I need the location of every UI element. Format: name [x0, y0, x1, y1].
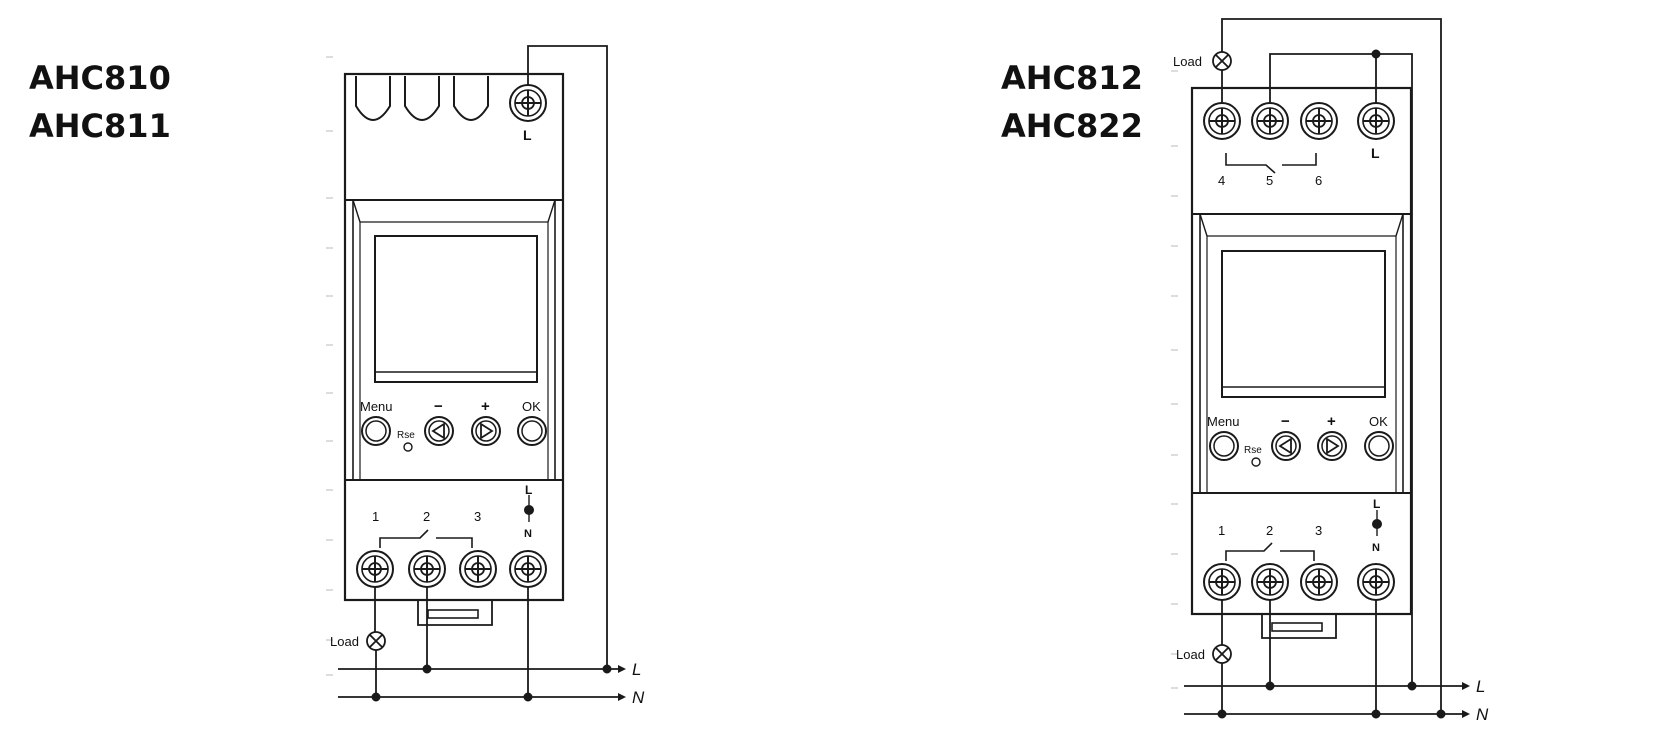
right-ok-label: OK	[1369, 414, 1388, 429]
left-ok-label: OK	[522, 399, 541, 414]
left-terminal-L-top	[509, 84, 547, 122]
right-N-line-label: N	[1476, 705, 1489, 724]
right-minus-button	[1271, 431, 1301, 461]
model-ahc822: AHC822	[1001, 107, 1143, 145]
right-lcd-display	[1221, 250, 1386, 398]
left-minus-label: −	[434, 398, 443, 415]
left-model-names: AHC810 AHC811	[29, 54, 171, 150]
model-ahc811: AHC811	[29, 107, 171, 145]
right-menu-label: Menu	[1207, 414, 1240, 429]
left-indicator-N: N	[524, 528, 532, 540]
right-indicator-L: L	[1373, 497, 1380, 511]
left-rail-ticks	[326, 56, 333, 676]
left-terminal-1	[356, 550, 394, 588]
left-terminal-N	[509, 550, 547, 588]
right-housing	[1190, 86, 1413, 616]
right-terminal-1	[1203, 563, 1241, 601]
model-ahc810: AHC810	[29, 59, 171, 97]
right-menu-button	[1209, 431, 1239, 461]
right-terminal-3	[1300, 563, 1338, 601]
right-top-terminal-label-6: 6	[1315, 173, 1322, 188]
left-indicator-L: L	[525, 483, 532, 497]
right-load-lamp-top-icon	[1212, 51, 1232, 71]
left-terminal-label-1: 1	[372, 509, 379, 524]
right-terminal-label-2: 2	[1266, 523, 1273, 538]
left-load-lamp-icon	[366, 631, 386, 651]
left-wiring-diagram	[326, 45, 626, 702]
left-housing	[343, 72, 565, 602]
left-minus-button	[424, 416, 454, 446]
left-reset-hole	[403, 442, 413, 452]
right-terminal-label-3: 3	[1315, 523, 1322, 538]
right-ok-button	[1364, 431, 1394, 461]
left-menu-button	[361, 416, 391, 446]
right-rail-ticks	[1171, 70, 1178, 689]
left-terminal-3	[459, 550, 497, 588]
right-terminal-L-top	[1357, 102, 1395, 140]
left-terminal-label-2: 2	[423, 509, 430, 524]
left-front-panel	[352, 199, 556, 481]
left-menu-label: Menu	[360, 399, 393, 414]
right-load-lamp-icon	[1212, 644, 1232, 664]
right-top-terminal-label-5: 5	[1266, 173, 1273, 188]
right-top-terminal-label-4: 4	[1218, 173, 1225, 188]
model-ahc812: AHC812	[1001, 59, 1143, 97]
right-minus-label: −	[1281, 413, 1290, 430]
right-reset-hole	[1251, 457, 1261, 467]
right-plus-label: +	[1327, 413, 1336, 430]
right-terminal-label-1: 1	[1218, 523, 1225, 538]
right-terminal-6	[1300, 102, 1338, 140]
right-model-names: AHC812 AHC822	[1001, 54, 1143, 150]
right-indicator-N: N	[1372, 542, 1380, 554]
right-terminal-2	[1251, 563, 1289, 601]
left-text-labels: L Menu − + OK Rse 1 2 3 L N Load L N	[330, 127, 645, 707]
right-top-L-label: L	[1371, 145, 1380, 161]
right-front-panel	[1199, 213, 1404, 494]
left-terminal-label-3: 3	[474, 509, 481, 524]
right-text-labels: Load 4 5 6 L Menu − + OK Rse 1 2 3 L N L…	[1173, 54, 1489, 724]
right-terminal-5	[1251, 102, 1289, 140]
left-terminal-2	[408, 550, 446, 588]
right-rse-label: Rse	[1244, 445, 1262, 456]
right-load-label: Load	[1176, 647, 1205, 662]
left-lcd-display	[374, 235, 538, 383]
right-plus-button	[1317, 431, 1347, 461]
left-top-L-label: L	[523, 127, 532, 143]
left-plus-button	[471, 416, 501, 446]
left-rse-label: Rse	[397, 430, 415, 441]
left-L-line-label: L	[632, 660, 641, 679]
right-terminal-N	[1357, 563, 1395, 601]
left-ok-button	[517, 416, 547, 446]
right-terminal-4	[1203, 102, 1241, 140]
right-L-line-label: L	[1476, 677, 1485, 696]
left-N-line-label: N	[632, 688, 645, 707]
right-load-top-label: Load	[1173, 54, 1202, 69]
right-wiring-diagram	[1171, 18, 1470, 719]
left-load-label: Load	[330, 634, 359, 649]
left-plus-label: +	[481, 398, 490, 415]
